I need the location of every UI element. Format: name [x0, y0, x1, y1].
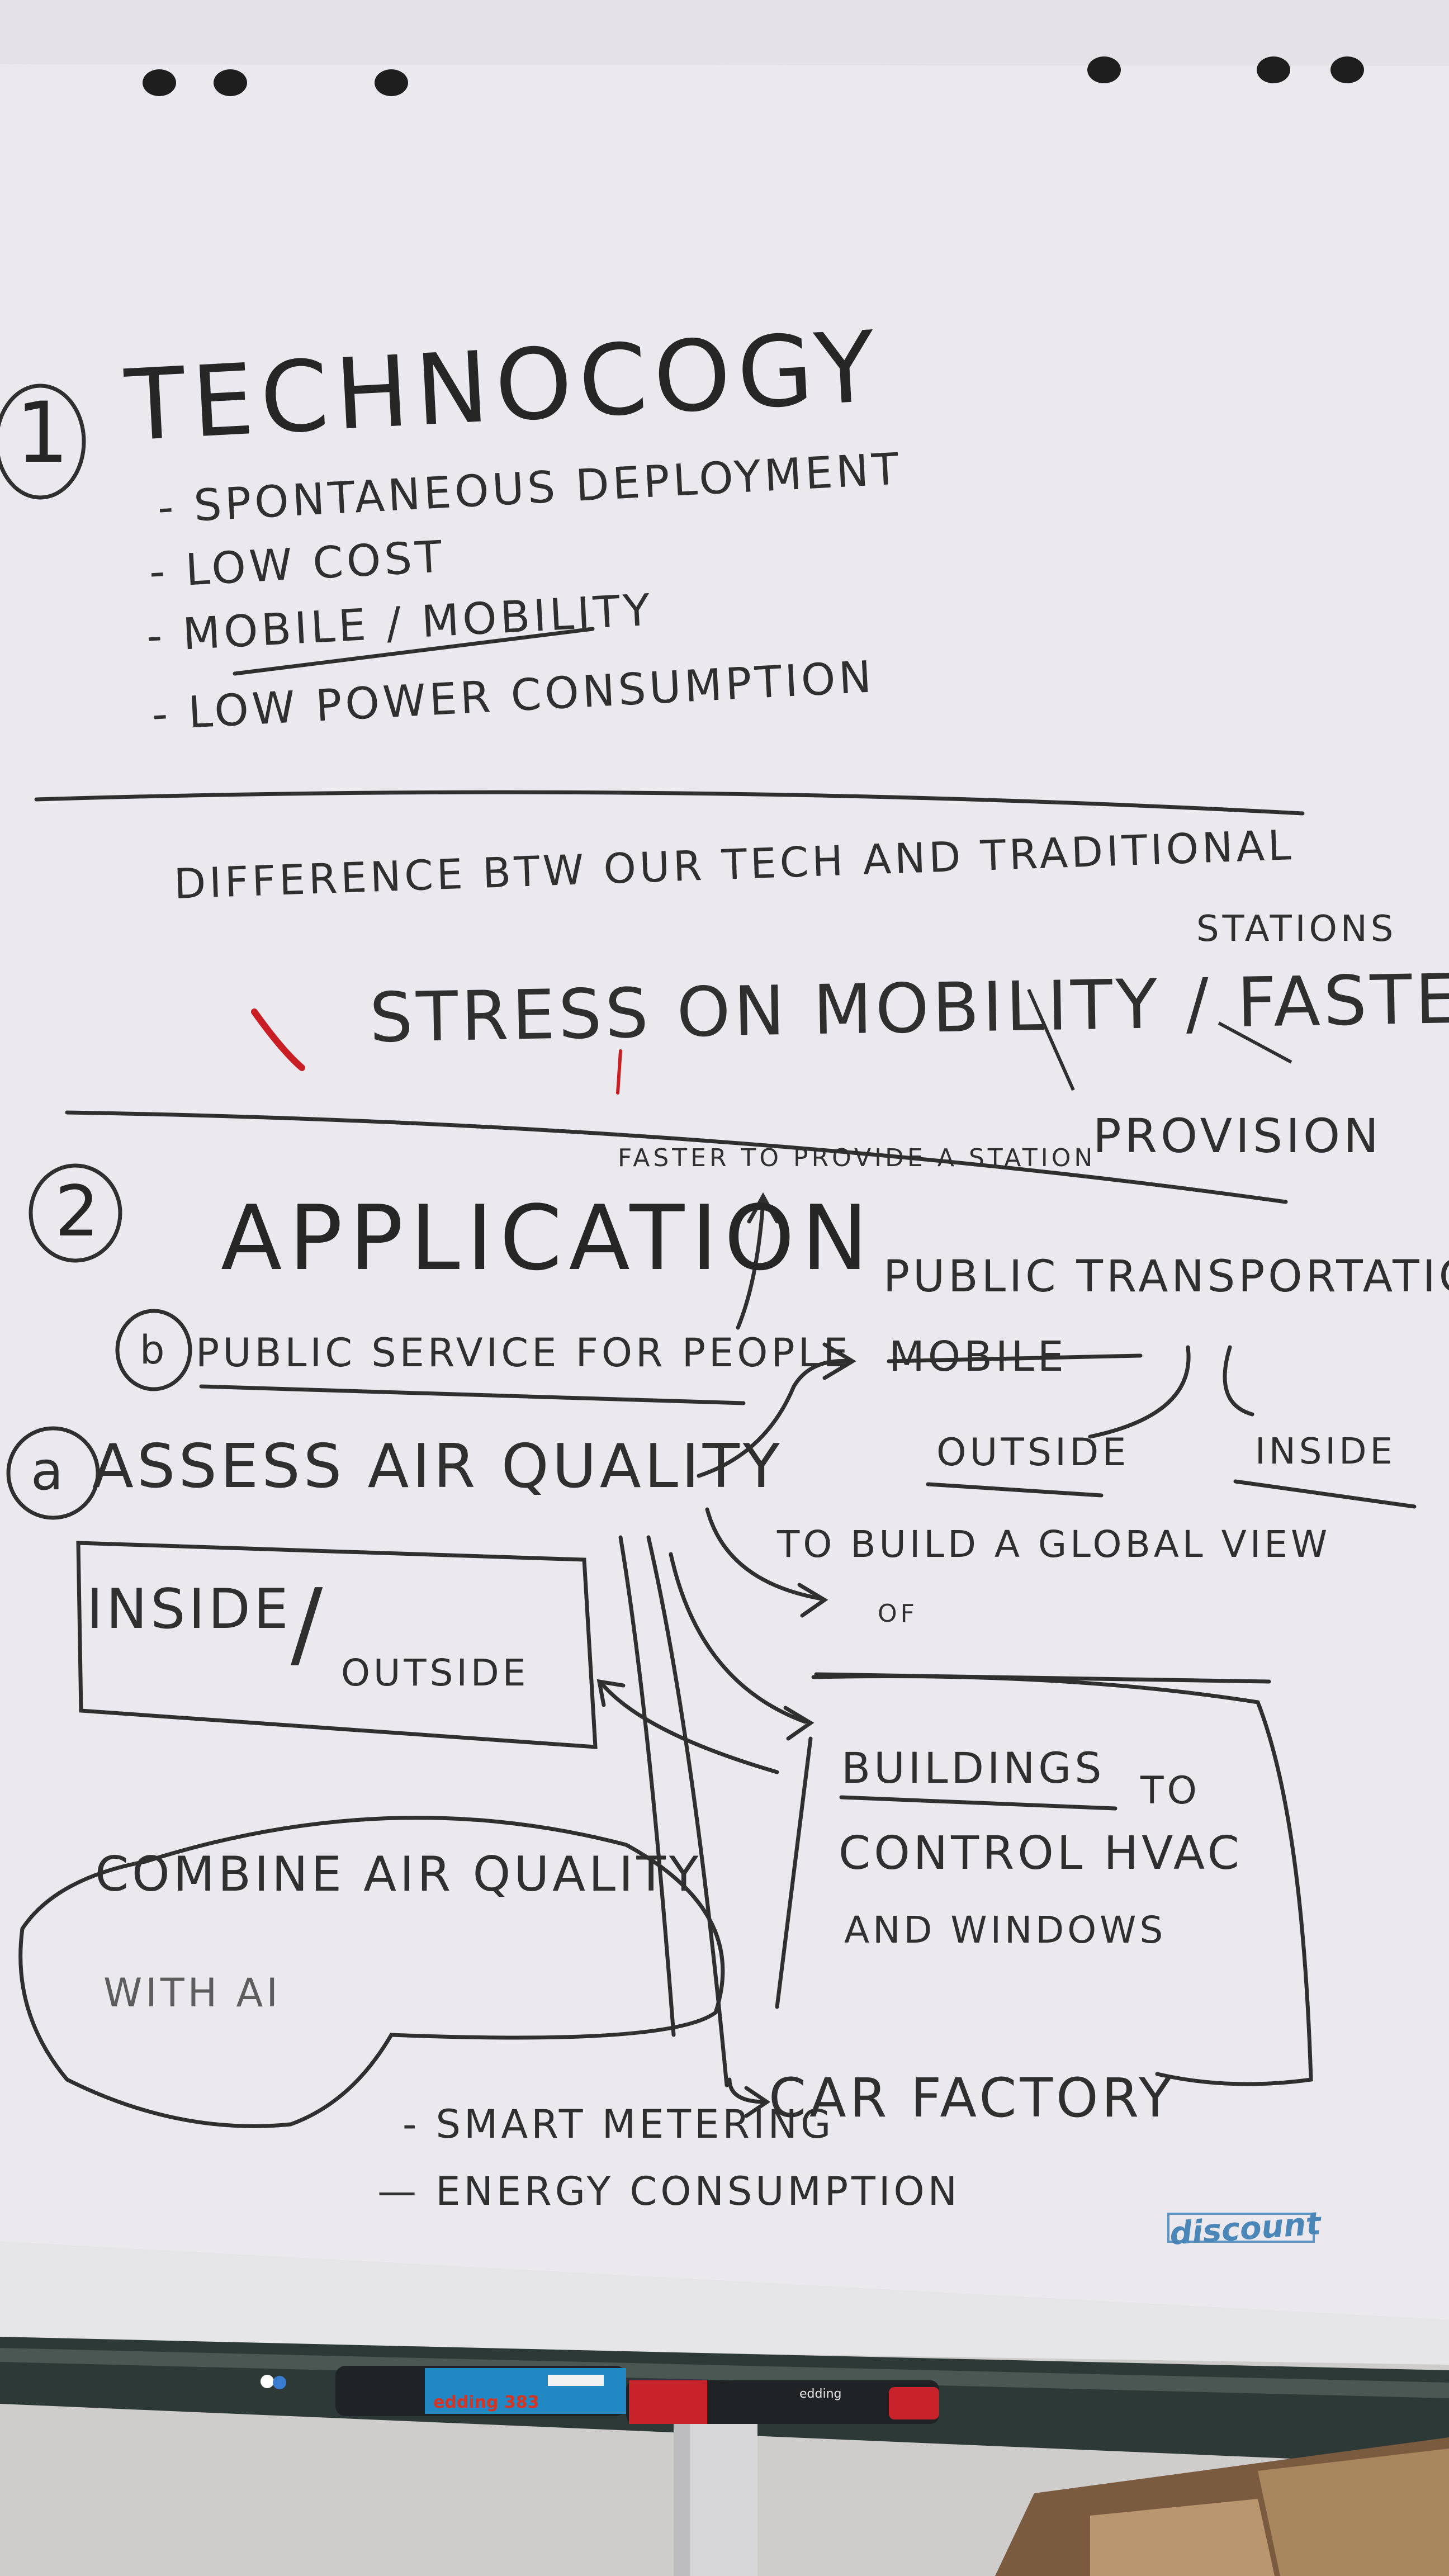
stress-line-2: PROVISION	[1093, 1109, 1382, 1163]
section1-number: 1	[16, 385, 76, 482]
buildings-label: BUILDINGS	[841, 1743, 1105, 1793]
buildings-to: TO	[1140, 1769, 1201, 1813]
outside-label: OUTSIDE	[936, 1431, 1130, 1475]
difference-line-2: STATIONS	[1196, 908, 1397, 950]
combine-line-2: WITH AI	[103, 1970, 282, 2016]
label-a: a	[31, 1441, 67, 1502]
magnets	[261, 2375, 286, 2389]
box-outside: OUTSIDE	[341, 1651, 529, 1694]
slash-mark	[1218, 1021, 1292, 1064]
flipchart-paper	[0, 64, 1449, 2320]
smart-metering: - SMART METERING	[402, 2101, 835, 2147]
public-service: PUBLIC SERVICE FOR PEOPLE	[196, 1330, 851, 1376]
combine-line-1: COMBINE AIR QUALITY	[95, 1846, 702, 1902]
energy-consumption: — ENERGY CONSUMPTION	[377, 2168, 960, 2214]
binding-holes	[143, 56, 1364, 96]
board-bottom-edge	[0, 2242, 1449, 2365]
slash-mark-2	[1027, 988, 1075, 1091]
box-slash: /	[291, 1569, 326, 1679]
red-marker-brand: edding	[799, 2387, 842, 2401]
public-transportation: PUBLIC TRANSPORTATION	[883, 1252, 1449, 1302]
blue-marker-label: edding 383	[433, 2393, 539, 2412]
box-inside: INSIDE	[87, 1578, 292, 1641]
blue-marker	[335, 2366, 626, 2416]
global-view-line-2: OF	[878, 1599, 918, 1628]
faster-note: FASTER TO PROVIDE A STATION	[618, 1144, 1096, 1172]
label-b: b	[140, 1327, 168, 1373]
brand-logo	[1167, 2213, 1315, 2243]
assess-air-quality: ASSESS AIR QUALITY	[92, 1432, 783, 1502]
buildings-windows: AND WINDOWS	[844, 1909, 1167, 1952]
red-marker	[626, 2380, 939, 2424]
inside-label: INSIDE	[1255, 1431, 1396, 1472]
buildings-control: CONTROL HVAC	[839, 1827, 1243, 1880]
global-view-line-1: TO BUILD A GLOBAL VIEW	[777, 1523, 1331, 1566]
section2-heading: APPLICATION	[221, 1186, 875, 1290]
stress-line: STRESS ON MOBILITY / FASTER	[368, 958, 1449, 1058]
hand-drawn-lines	[0, 383, 1417, 2128]
car-factory: CAR FACTORY	[769, 2067, 1175, 2129]
mobile-crossed: MOBILE	[889, 1333, 1067, 1381]
paper-fold-top	[0, 0, 1449, 67]
section2-number: 2	[55, 1171, 106, 1252]
